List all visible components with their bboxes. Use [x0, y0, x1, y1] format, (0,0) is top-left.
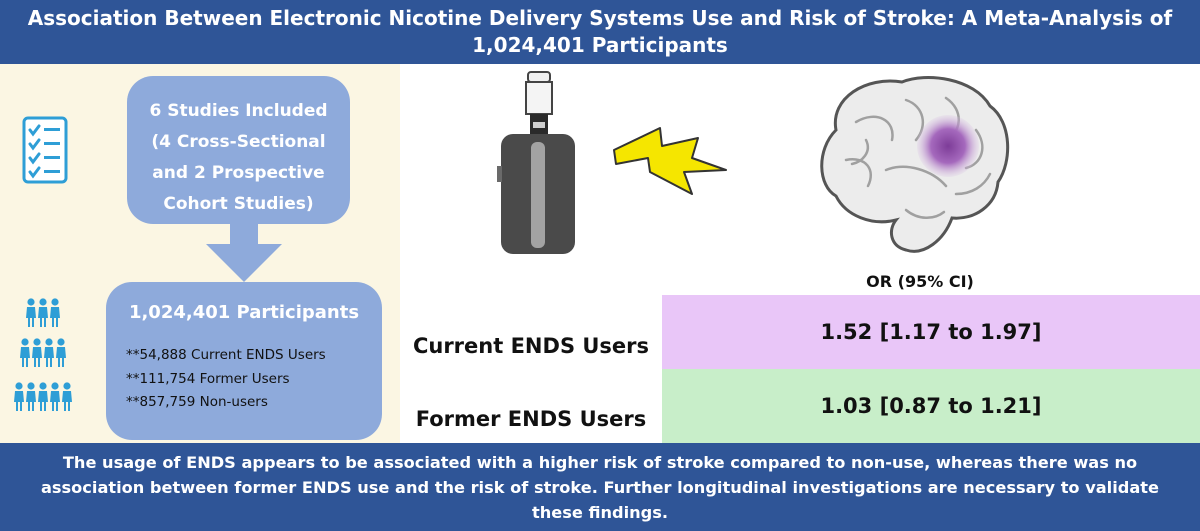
lightning-bolt-icon: [613, 127, 727, 195]
e-cigarette-icon: [497, 71, 575, 254]
checklist-icon: [22, 116, 68, 184]
brain-icon: [820, 76, 1010, 253]
former-users-label: Former ENDS Users: [415, 407, 647, 431]
header-banner: Association Between Electronic Nicotine …: [0, 0, 1200, 64]
former-users-or-cell: 1.03 [0.87 to 1.21]: [662, 369, 1200, 443]
participants-line: **857,759 Non-users: [126, 394, 268, 410]
conclusion-banner: The usage of ENDS appears to be associat…: [0, 443, 1200, 531]
participants-title: 1,024,401 Participants: [128, 302, 360, 323]
studies-line: 6 Studies Included: [149, 101, 328, 121]
conclusion-text: The usage of ENDS appears to be associat…: [40, 453, 1159, 522]
current-users-or-cell: 1.52 [1.17 to 1.97]: [662, 295, 1200, 369]
studies-line: Cohort Studies): [163, 194, 314, 214]
studies-line: (4 Cross-Sectional: [151, 132, 326, 152]
arrow-down-icon: [206, 224, 282, 282]
participants-box: 1,024,401 Participants **54,888 Current …: [106, 282, 382, 440]
studies-included-box: 6 Studies Included (4 Cross-Sectional an…: [127, 76, 350, 224]
participants-line: **111,754 Former Users: [126, 371, 290, 387]
or-column-header: OR (95% CI): [866, 272, 974, 291]
people-group-icon: [14, 298, 72, 411]
page-title: Association Between Electronic Nicotine …: [27, 6, 1173, 57]
participants-line: **54,888 Current ENDS Users: [126, 347, 326, 363]
current-users-label: Current ENDS Users: [412, 334, 650, 358]
studies-line: and 2 Prospective: [152, 163, 325, 183]
